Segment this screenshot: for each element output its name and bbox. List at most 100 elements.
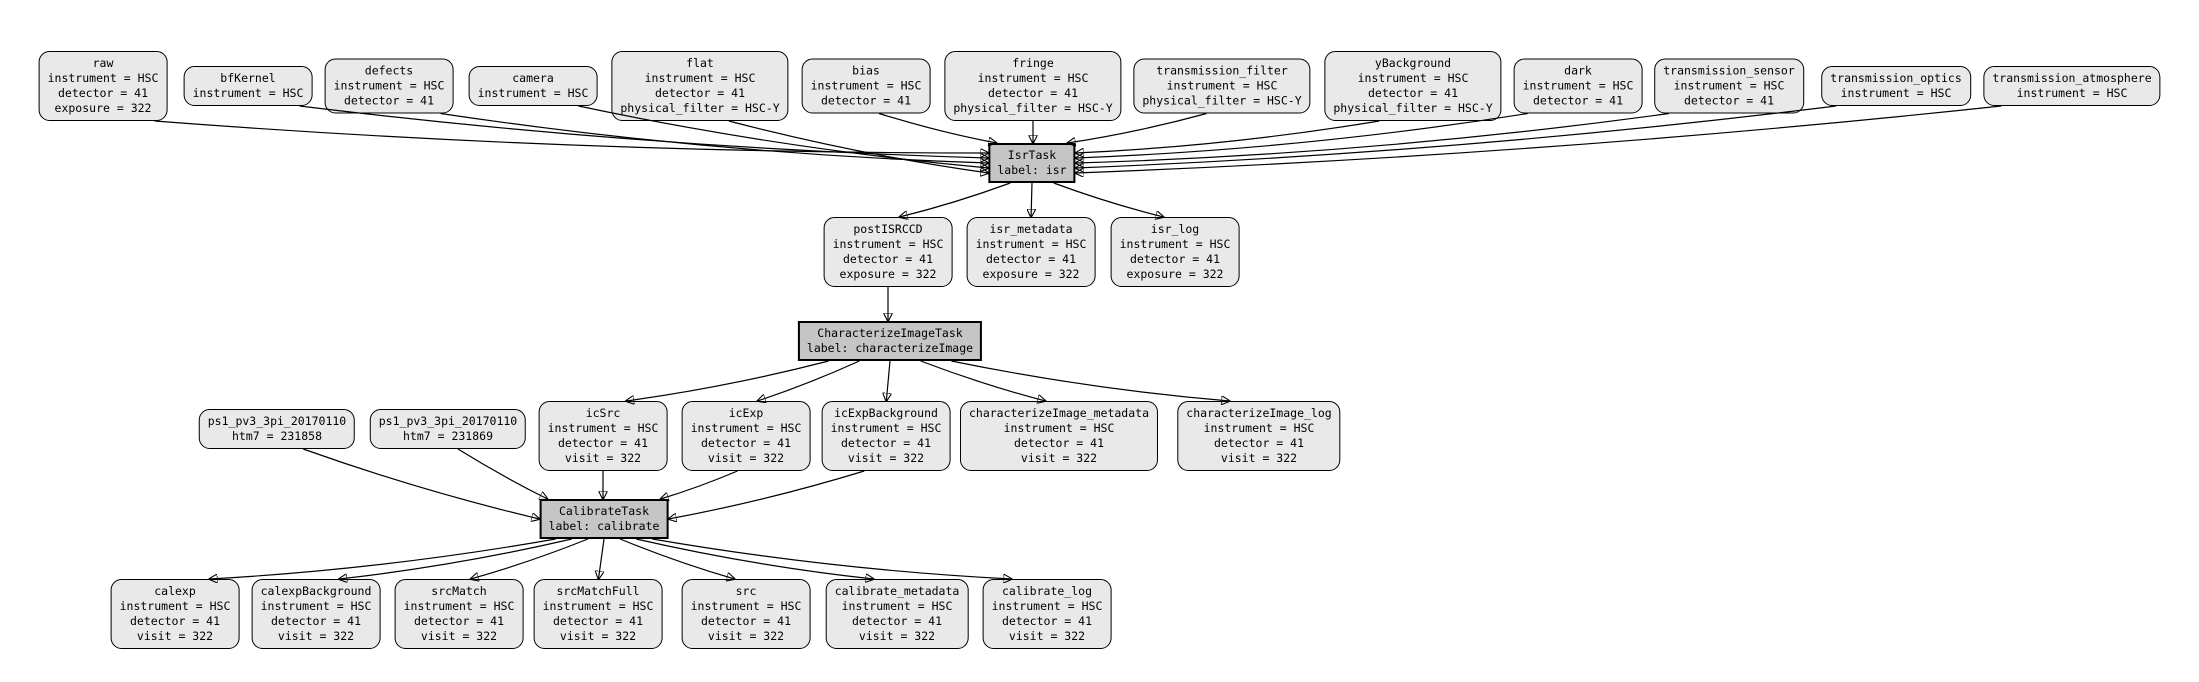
node-attribute: exposure = 322 [839, 267, 937, 281]
node-attribute: detector = 41 [57, 86, 148, 100]
node-attribute: physical_filter = HSC-Y [953, 101, 1113, 115]
edge-ps1_b-to-calibrate [457, 448, 548, 499]
node-attribute: instrument = HSC [1840, 86, 1952, 100]
node-title: camera [512, 71, 554, 85]
node-attribute: detector = 41 [1129, 252, 1220, 266]
node-attribute: visit = 322 [1020, 451, 1098, 465]
node-title: transmission_atmosphere [1992, 71, 2152, 85]
node-title: characterizeImage_metadata [968, 406, 1150, 420]
node-title: src [735, 584, 757, 598]
node-attribute: visit = 322 [136, 629, 214, 643]
node-title: CharacterizeImageTask [817, 326, 963, 340]
node-attribute: instrument = HSC [1119, 237, 1231, 251]
node-attribute: htm7 = 231869 [402, 429, 494, 443]
node-attribute: instrument = HSC [977, 71, 1089, 85]
node-attribute: label: characterizeImage [806, 341, 974, 355]
node-attribute: detector = 41 [1213, 436, 1304, 450]
node-title: characterizeImage_log [1186, 406, 1332, 420]
node-title: bias [852, 63, 880, 78]
edge-raw-to-isr [154, 120, 989, 153]
node-attribute: instrument = HSC [192, 86, 304, 100]
node-attribute: detector = 41 [1683, 93, 1774, 108]
node-attribute: instrument = HSC [991, 599, 1103, 613]
node-attribute: detector = 41 [985, 252, 1076, 266]
node-attribute: visit = 322 [1008, 629, 1086, 643]
node-attribute: detector = 41 [700, 614, 791, 628]
node-attribute: instrument = HSC [1673, 78, 1785, 93]
node-title: bfKernel [220, 71, 276, 85]
node-attribute: detector = 41 [842, 252, 933, 266]
node-attribute: physical_filter = HSC-Y [1142, 93, 1302, 108]
node-attribute: detector = 41 [1013, 436, 1105, 450]
node-title: calexp [154, 584, 196, 598]
edge-characterizeImage-to-icSrc [626, 360, 829, 401]
node-attribute: physical_filter = HSC-Y [620, 101, 780, 115]
edge-calibrate-to-srcMatch [471, 538, 589, 579]
edge-icExpBackground-to-calibrate [669, 470, 865, 519]
node-title: calibrate_log [1001, 584, 1092, 598]
node-title: raw [92, 56, 114, 70]
node-attribute: detector = 41 [851, 614, 942, 628]
node-title: postISRCCD [853, 222, 923, 236]
edge-isr-to-isr_metadata [1031, 182, 1032, 217]
node-attribute: detector = 41 [413, 614, 504, 628]
node-attribute: instrument = HSC [810, 78, 922, 93]
node-title: srcMatchFull [556, 584, 640, 598]
node-attribute: detector = 41 [552, 614, 643, 628]
node-title: transmission_optics [1830, 71, 1962, 85]
node-attribute: instrument = HSC [260, 599, 372, 613]
node-attribute: instrument = HSC [644, 71, 756, 85]
node-attribute: label: isr [997, 163, 1067, 177]
node-attribute: instrument = HSC [1357, 71, 1469, 85]
node-attribute: instrument = HSC [119, 599, 231, 613]
node-attribute: exposure = 322 [1126, 267, 1224, 281]
edge-isr-to-isr_log [1053, 182, 1164, 217]
node-title: fringe [1012, 56, 1054, 70]
node-title: icSrc [585, 406, 621, 420]
node-attribute: instrument = HSC [477, 86, 589, 100]
node-title: ps1_pv3_3pi_20170110 [378, 414, 518, 428]
node-attribute: instrument = HSC [832, 237, 944, 251]
node-attribute: instrument = HSC [333, 78, 445, 93]
node-attribute: instrument = HSC [975, 237, 1087, 251]
edge-characterizeImage-to-icExp [758, 360, 860, 401]
node-attribute: visit = 322 [1220, 451, 1298, 465]
node-title: icExp [728, 406, 764, 420]
edge-calibrate-to-src [619, 538, 735, 579]
node-title: transmission_sensor [1663, 63, 1795, 78]
node-attribute: instrument = HSC [841, 599, 953, 613]
node-title: icExpBackground [834, 406, 938, 420]
node-attribute: instrument = HSC [1166, 78, 1278, 93]
node-title: transmission_filter [1156, 63, 1288, 78]
node-attribute: visit = 322 [858, 629, 936, 643]
node-attribute: detector = 41 [1532, 93, 1623, 108]
node-title: calibrate_metadata [834, 584, 960, 598]
node-attribute: exposure = 322 [982, 267, 1080, 281]
node-attribute: detector = 41 [820, 93, 911, 108]
node-attribute: instrument = HSC [542, 599, 654, 613]
node-title: CalibrateTask [558, 504, 649, 518]
node-attribute: detector = 41 [557, 436, 648, 450]
edge-characterizeImage-to-characterizeImage_log [951, 360, 1229, 401]
node-attribute: exposure = 322 [54, 101, 152, 115]
edge-isr-to-postISRCCD [900, 182, 1011, 217]
node-title: srcMatch [431, 584, 487, 598]
